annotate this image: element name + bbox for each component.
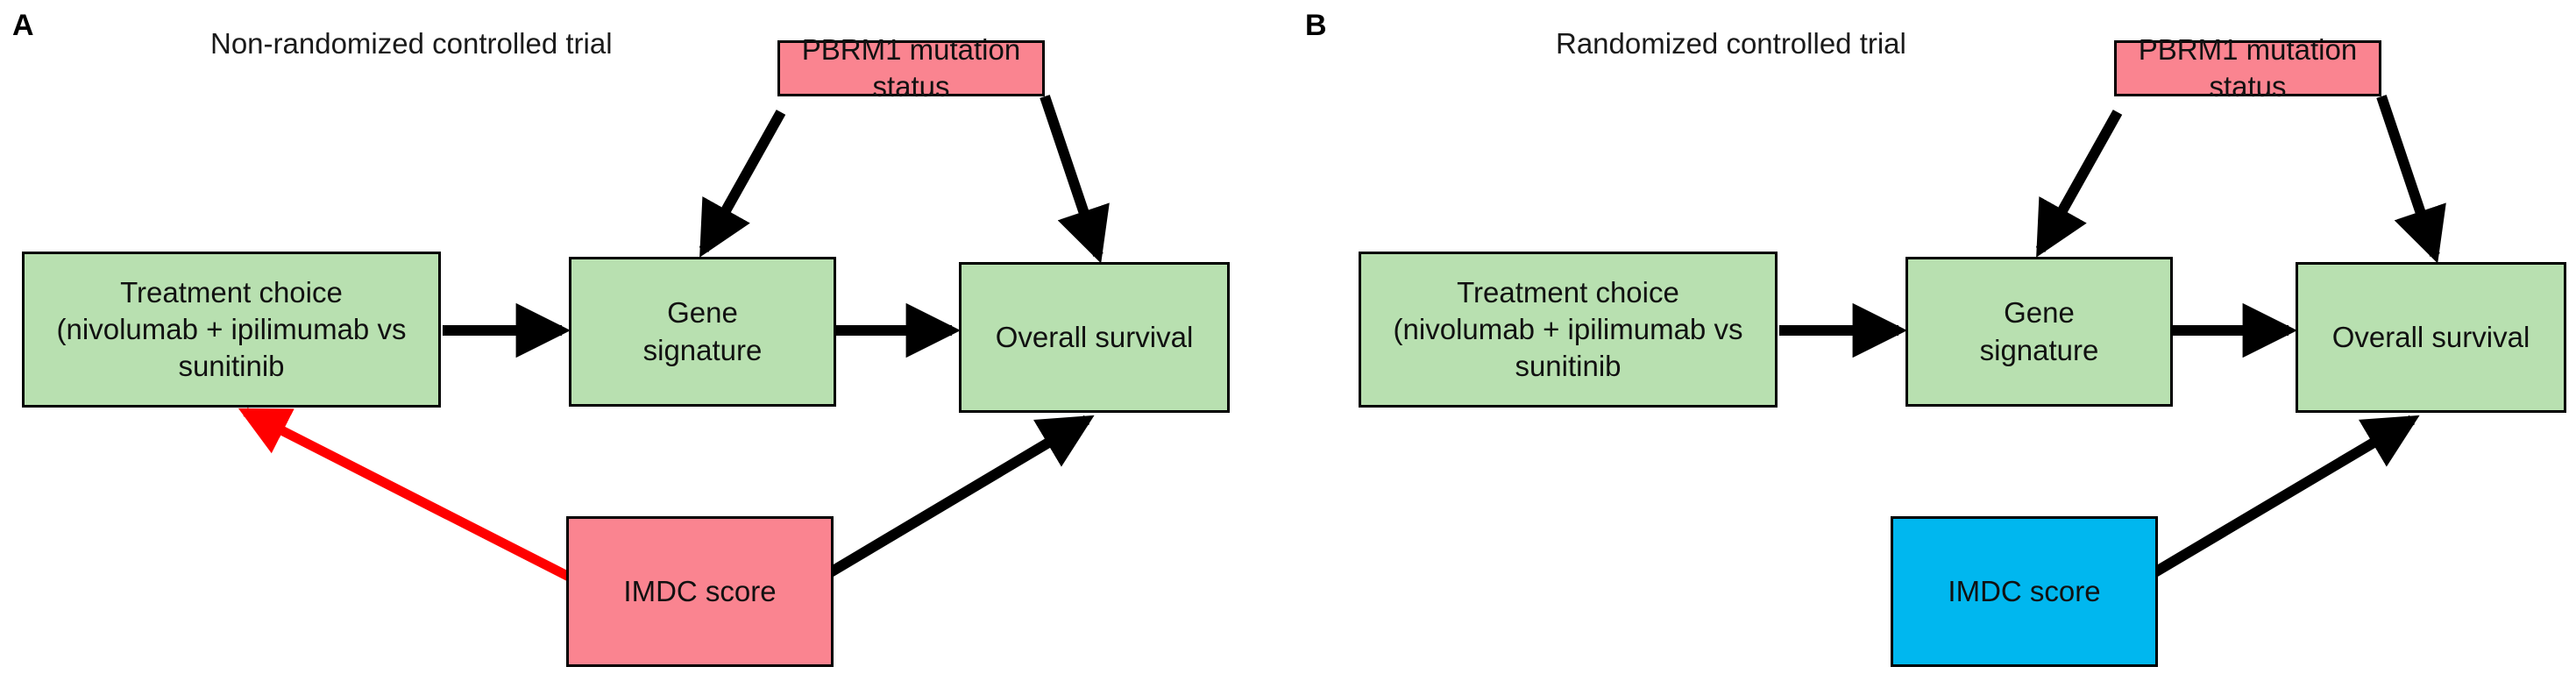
- node-imdc-score-b[interactable]: IMDC score: [1891, 516, 2158, 667]
- node-overall-survival-b[interactable]: Overall survival: [2296, 262, 2566, 413]
- node-overall-survival-label-a: Overall survival: [995, 320, 1194, 353]
- node-gene-signature-label-a: Gene signature: [642, 296, 763, 366]
- node-pbrm1-mutation-status-b[interactable]: PBRM1 mutation status: [2114, 33, 2381, 103]
- edge-imdc-to-overall-survival-b: [2135, 415, 2420, 587]
- edge-pbrm1-to-gene-signature-a: [699, 110, 786, 258]
- node-overall-survival-a[interactable]: Overall survival: [959, 262, 1230, 413]
- node-overall-survival-label-b: Overall survival: [2331, 320, 2530, 353]
- node-imdc-score-a[interactable]: IMDC score: [566, 516, 834, 667]
- node-imdc-score-label-b: IMDC score: [1948, 574, 2101, 607]
- edge-pbrm1-to-gene-signature-b: [2035, 110, 2123, 258]
- edge-pbrm1-to-overall-survival-b: [2376, 95, 2446, 264]
- node-treatment-choice-a[interactable]: Treatment choice (nivolumab + ipilimumab…: [22, 252, 441, 408]
- node-pbrm1-mutation-status-a[interactable]: PBRM1 mutation status: [777, 33, 1045, 103]
- node-treatment-choice-label-a: Treatment choice (nivolumab + ipilimumab…: [56, 275, 407, 383]
- node-gene-signature-b[interactable]: Gene signature: [1905, 257, 2173, 407]
- node-gene-signature-label-b: Gene signature: [1979, 296, 2099, 366]
- edge-pbrm1-to-overall-survival-a: [1040, 95, 1110, 264]
- node-pbrm1-label-b: PBRM1 mutation status: [2138, 32, 2358, 103]
- panel-title-a: Non-randomized controlled trial: [210, 27, 613, 60]
- node-gene-signature-a[interactable]: Gene signature: [569, 257, 836, 407]
- node-treatment-choice-label-b: Treatment choice (nivolumab + ipilimumab…: [1393, 275, 1743, 383]
- edge-imdc-to-treatment-a: [238, 408, 575, 583]
- node-treatment-choice-b[interactable]: Treatment choice (nivolumab + ipilimumab…: [1359, 252, 1778, 408]
- panel-letter-b: B: [1305, 9, 1327, 42]
- node-imdc-score-label-a: IMDC score: [623, 574, 777, 607]
- edge-imdc-to-overall-survival-a: [811, 415, 1095, 587]
- panel-letter-a: A: [12, 9, 34, 42]
- panel-title-b: Randomized controlled trial: [1556, 27, 1906, 60]
- node-pbrm1-label-a: PBRM1 mutation status: [801, 32, 1021, 103]
